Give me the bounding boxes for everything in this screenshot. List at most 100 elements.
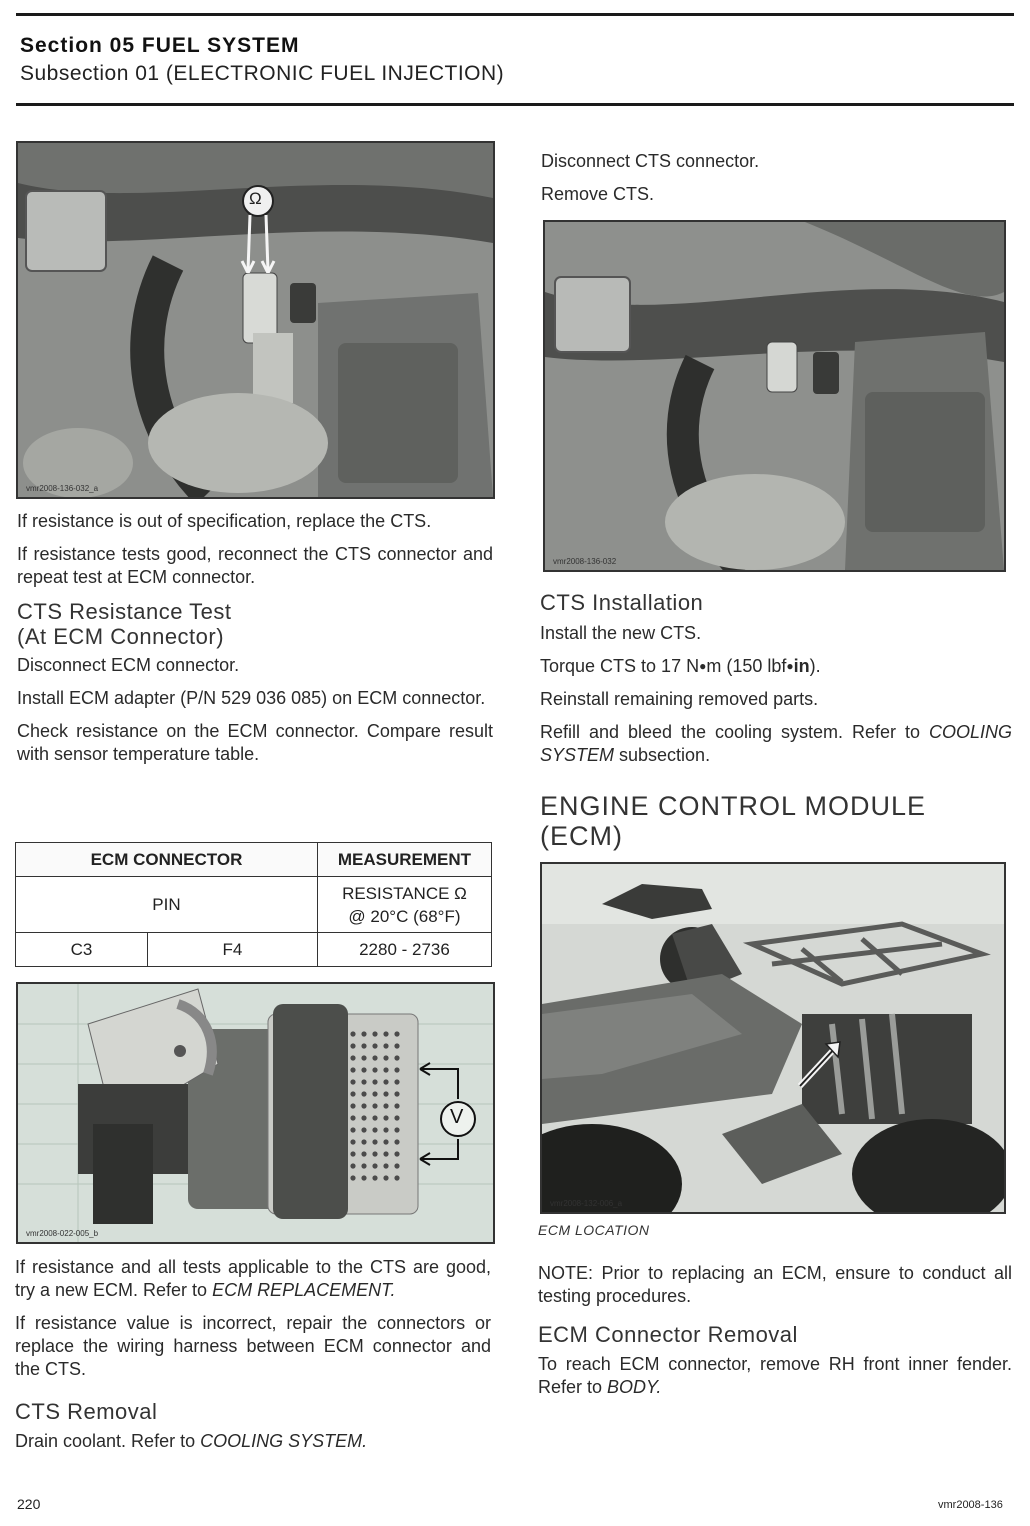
- adapter-pin: [383, 1067, 389, 1073]
- paragraph: Refill and bleed the cooling system. Ref…: [540, 721, 1012, 767]
- adapter-pin: [350, 1103, 356, 1109]
- bullet-dot: ●: [786, 659, 794, 673]
- adapter-pin: [361, 1103, 367, 1109]
- adapter-pin: [394, 1103, 400, 1109]
- adapter-pin: [383, 1091, 389, 1097]
- adapter-pin: [350, 1139, 356, 1145]
- adapter-pin: [361, 1043, 367, 1049]
- paragraph: To reach ECM connector, remove RH front …: [538, 1353, 1012, 1399]
- figure-id: vmr2008-132-006_a: [550, 1199, 623, 1208]
- adapter-pin: [372, 1067, 378, 1073]
- cross-reference: ECM REPLACEMENT: [212, 1280, 391, 1300]
- adapter-pin: [372, 1031, 378, 1037]
- adapter-pin: [394, 1091, 400, 1097]
- text: .: [362, 1431, 368, 1451]
- adapter-pin: [361, 1067, 367, 1073]
- paragraph: Install the new CTS.: [540, 623, 702, 643]
- adapter-pin: [372, 1103, 378, 1109]
- figure-id: vmr2008-136-032: [553, 557, 617, 566]
- heading-cts-resistance-test: CTS Resistance Test (At ECM Connector): [17, 599, 493, 649]
- heading-ecm-connector-removal: ECM Connector Removal: [538, 1322, 798, 1347]
- adapter-pin: [394, 1139, 400, 1145]
- heading-line: ENGINE CONTROL MODULE: [540, 791, 927, 821]
- left-column-text-2: If resistance and all tests applicable t…: [15, 1256, 491, 1463]
- heading-line: CTS Resistance Test: [17, 599, 232, 624]
- cts-removed-photo: vmr2008-136-032: [543, 220, 1006, 572]
- adapter-pin: [372, 1127, 378, 1133]
- text: Torque CTS to 17 N: [540, 656, 700, 676]
- text: subsection.: [614, 745, 711, 765]
- adapter-pin: [350, 1127, 356, 1133]
- adapter-pin: [361, 1091, 367, 1097]
- page-number: 220: [17, 1496, 41, 1512]
- right-column-text-2: CTS Installation Install the new CTS. To…: [540, 590, 1012, 851]
- heading-line: (At ECM Connector): [17, 624, 225, 649]
- adapter-pin: [394, 1163, 400, 1169]
- resistance-spec-table: ECM CONNECTOR MEASUREMENT PIN RESISTANCE…: [15, 842, 493, 967]
- paragraph: Install ECM adapter (P/N 529 036 085) on…: [17, 688, 486, 708]
- adapter-pin: [350, 1151, 356, 1157]
- paragraph: Check resistance on the ECM connector. C…: [17, 721, 493, 764]
- heading-cts-installation: CTS Installation: [540, 590, 704, 615]
- adapter-pin: [383, 1175, 389, 1181]
- cross-reference: BODY: [607, 1377, 657, 1397]
- adapter-pin: [361, 1139, 367, 1145]
- adapter-pin: [350, 1043, 356, 1049]
- paragraph: Torque CTS to 17 N●m (150 lbf●in).: [540, 655, 1012, 678]
- adapter-pin: [372, 1079, 378, 1085]
- text: m (150 lbf: [706, 656, 787, 676]
- right-column-text-3: NOTE: Prior to replacing an ECM, ensure …: [538, 1262, 1012, 1409]
- text: .: [656, 1377, 662, 1397]
- adapter-pin: [361, 1163, 367, 1169]
- figure-id: vmr2008-136-032_a: [26, 484, 99, 493]
- table-header-measurement: MEASUREMENT: [316, 842, 493, 877]
- adapter-pin: [383, 1055, 389, 1061]
- adapter-pin: [394, 1055, 400, 1061]
- section-title: Section 05 FUEL SYSTEM: [20, 34, 300, 57]
- adapter-pin: [350, 1163, 356, 1169]
- text: If resistance and all tests applicable t…: [15, 1257, 491, 1300]
- ecm-adapter-photo: V vmr2008-022-005_b: [16, 982, 495, 1244]
- adapter-pin: [383, 1163, 389, 1169]
- text: Refill and bleed the cooling system. Ref…: [540, 722, 929, 742]
- adapter-pin: [383, 1115, 389, 1121]
- text: To reach ECM connector, remove RH front …: [538, 1354, 1012, 1397]
- adapter-pin: [350, 1115, 356, 1121]
- adapter-pin: [350, 1031, 356, 1037]
- adapter-pin: [394, 1031, 400, 1037]
- paragraph: If resistance is out of specification, r…: [17, 511, 432, 531]
- text: Drain coolant. Refer to: [15, 1431, 201, 1451]
- adapter-pin: [372, 1175, 378, 1181]
- adapter-pin: [372, 1151, 378, 1157]
- note-label: NOTE:: [538, 1263, 594, 1283]
- paragraph: Disconnect ECM connector.: [17, 655, 240, 675]
- adapter-pin: [372, 1043, 378, 1049]
- adapter-pin: [361, 1175, 367, 1181]
- table-cell-resistance: RESISTANCE Ω @ 20°C (68°F): [316, 876, 493, 933]
- paragraph: Reinstall remaining removed parts.: [540, 689, 819, 709]
- adapter-pin: [394, 1175, 400, 1181]
- adapter-pin: [383, 1127, 389, 1133]
- adapter-pin: [383, 1151, 389, 1157]
- adapter-pin: [372, 1055, 378, 1061]
- ohmmeter-symbol: [240, 185, 276, 273]
- adapter-pin: [383, 1103, 389, 1109]
- adapter-pin: [361, 1151, 367, 1157]
- adapter-pin: [372, 1163, 378, 1169]
- adapter-pin: [350, 1175, 356, 1181]
- resistance-label: RESISTANCE Ω: [342, 883, 467, 903]
- text: ).: [809, 656, 821, 676]
- table-cell-pin-b: F4: [147, 932, 318, 967]
- bullet-dot: ●: [699, 659, 707, 673]
- figure-id: vmr2008-022-005_b: [26, 1229, 99, 1238]
- header-top-rule: [16, 13, 1014, 16]
- paragraph: If resistance value is incorrect, repair…: [15, 1313, 491, 1379]
- adapter-pin: [361, 1055, 367, 1061]
- table-cell-value: 2280 - 2736: [316, 932, 493, 967]
- adapter-pin: [394, 1151, 400, 1157]
- ohm-symbol-label: Ω: [249, 189, 262, 208]
- text: Prior to replacing an ECM, ensure to con…: [538, 1263, 1012, 1306]
- right-column-text-1: Disconnect CTS connector. Remove CTS.: [541, 150, 1011, 216]
- adapter-pin: [361, 1115, 367, 1121]
- unit: in: [793, 656, 810, 676]
